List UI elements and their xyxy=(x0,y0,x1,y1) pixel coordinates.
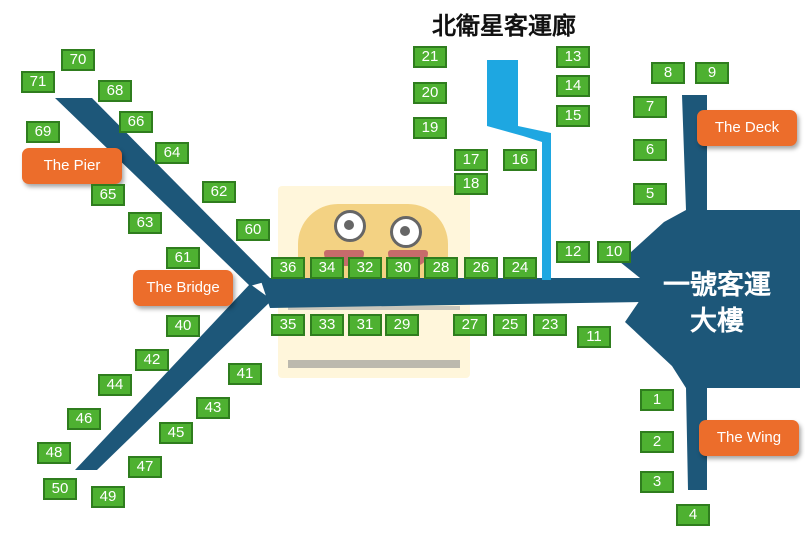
mascot-eye-right xyxy=(390,216,422,248)
terminal-1-label: 一號客運 大樓 xyxy=(652,268,782,340)
gate-1: 1 xyxy=(640,389,674,411)
gate-48: 48 xyxy=(37,442,71,464)
pier-label-the-bridge: The Bridge xyxy=(133,270,233,306)
gate-19: 19 xyxy=(413,117,447,139)
gate-14: 14 xyxy=(556,75,590,97)
pier-label-the-deck: The Deck xyxy=(697,110,797,146)
gate-2: 2 xyxy=(640,431,674,453)
gate-5: 5 xyxy=(633,183,667,205)
gate-10: 10 xyxy=(597,241,631,263)
gate-71: 71 xyxy=(21,71,55,93)
gate-21: 21 xyxy=(413,46,447,68)
north-satellite-link xyxy=(487,60,551,280)
terminal-1-building xyxy=(620,95,800,490)
gate-40: 40 xyxy=(166,315,200,337)
gate-30: 30 xyxy=(386,257,420,279)
gate-36: 36 xyxy=(271,257,305,279)
gate-65: 65 xyxy=(91,184,125,206)
gate-24: 24 xyxy=(503,257,537,279)
gate-63: 63 xyxy=(128,212,162,234)
gate-42: 42 xyxy=(135,349,169,371)
pier-label-the-wing: The Wing xyxy=(699,420,799,456)
gate-9: 9 xyxy=(695,62,729,84)
gate-60: 60 xyxy=(236,219,270,241)
gate-70: 70 xyxy=(61,49,95,71)
terminal-1-label-line2: 大樓 xyxy=(690,306,744,337)
concourse-main-corridor xyxy=(260,278,640,308)
gate-61: 61 xyxy=(166,247,200,269)
gate-3: 3 xyxy=(640,471,674,493)
concourse-arm-northwest xyxy=(55,98,272,286)
gate-62: 62 xyxy=(202,181,236,203)
gate-31: 31 xyxy=(348,314,382,336)
gate-7: 7 xyxy=(633,96,667,118)
gate-16: 16 xyxy=(503,149,537,171)
gate-64: 64 xyxy=(155,142,189,164)
gate-47: 47 xyxy=(128,456,162,478)
gate-44: 44 xyxy=(98,374,132,396)
gate-11: 11 xyxy=(577,326,611,348)
gate-69: 69 xyxy=(26,121,60,143)
gate-26: 26 xyxy=(464,257,498,279)
gate-13: 13 xyxy=(556,46,590,68)
gate-27: 27 xyxy=(453,314,487,336)
gate-68: 68 xyxy=(98,80,132,102)
gate-4: 4 xyxy=(676,504,710,526)
gate-18: 18 xyxy=(454,173,488,195)
mascot-logo-text xyxy=(288,306,460,368)
concourse-arm-southwest xyxy=(75,284,272,470)
gate-32: 32 xyxy=(348,257,382,279)
gate-23: 23 xyxy=(533,314,567,336)
gate-49: 49 xyxy=(91,486,125,508)
gate-35: 35 xyxy=(271,314,305,336)
gate-20: 20 xyxy=(413,82,447,104)
gate-41: 41 xyxy=(228,363,262,385)
gate-12: 12 xyxy=(556,241,590,263)
gate-50: 50 xyxy=(43,478,77,500)
gate-17: 17 xyxy=(454,149,488,171)
gate-15: 15 xyxy=(556,105,590,127)
gate-25: 25 xyxy=(493,314,527,336)
gate-33: 33 xyxy=(310,314,344,336)
gate-46: 46 xyxy=(67,408,101,430)
gate-45: 45 xyxy=(159,422,193,444)
gate-28: 28 xyxy=(424,257,458,279)
terminal-1-label-line1: 一號客運 xyxy=(663,270,771,301)
gate-34: 34 xyxy=(310,257,344,279)
gate-8: 8 xyxy=(651,62,685,84)
gate-6: 6 xyxy=(633,139,667,161)
gate-66: 66 xyxy=(119,111,153,133)
mascot-eye-left xyxy=(334,210,366,242)
gate-43: 43 xyxy=(196,397,230,419)
gate-29: 29 xyxy=(385,314,419,336)
north-satellite-concourse-title: 北衛星客運廊 xyxy=(432,12,576,40)
pier-label-the-pier: The Pier xyxy=(22,148,122,184)
